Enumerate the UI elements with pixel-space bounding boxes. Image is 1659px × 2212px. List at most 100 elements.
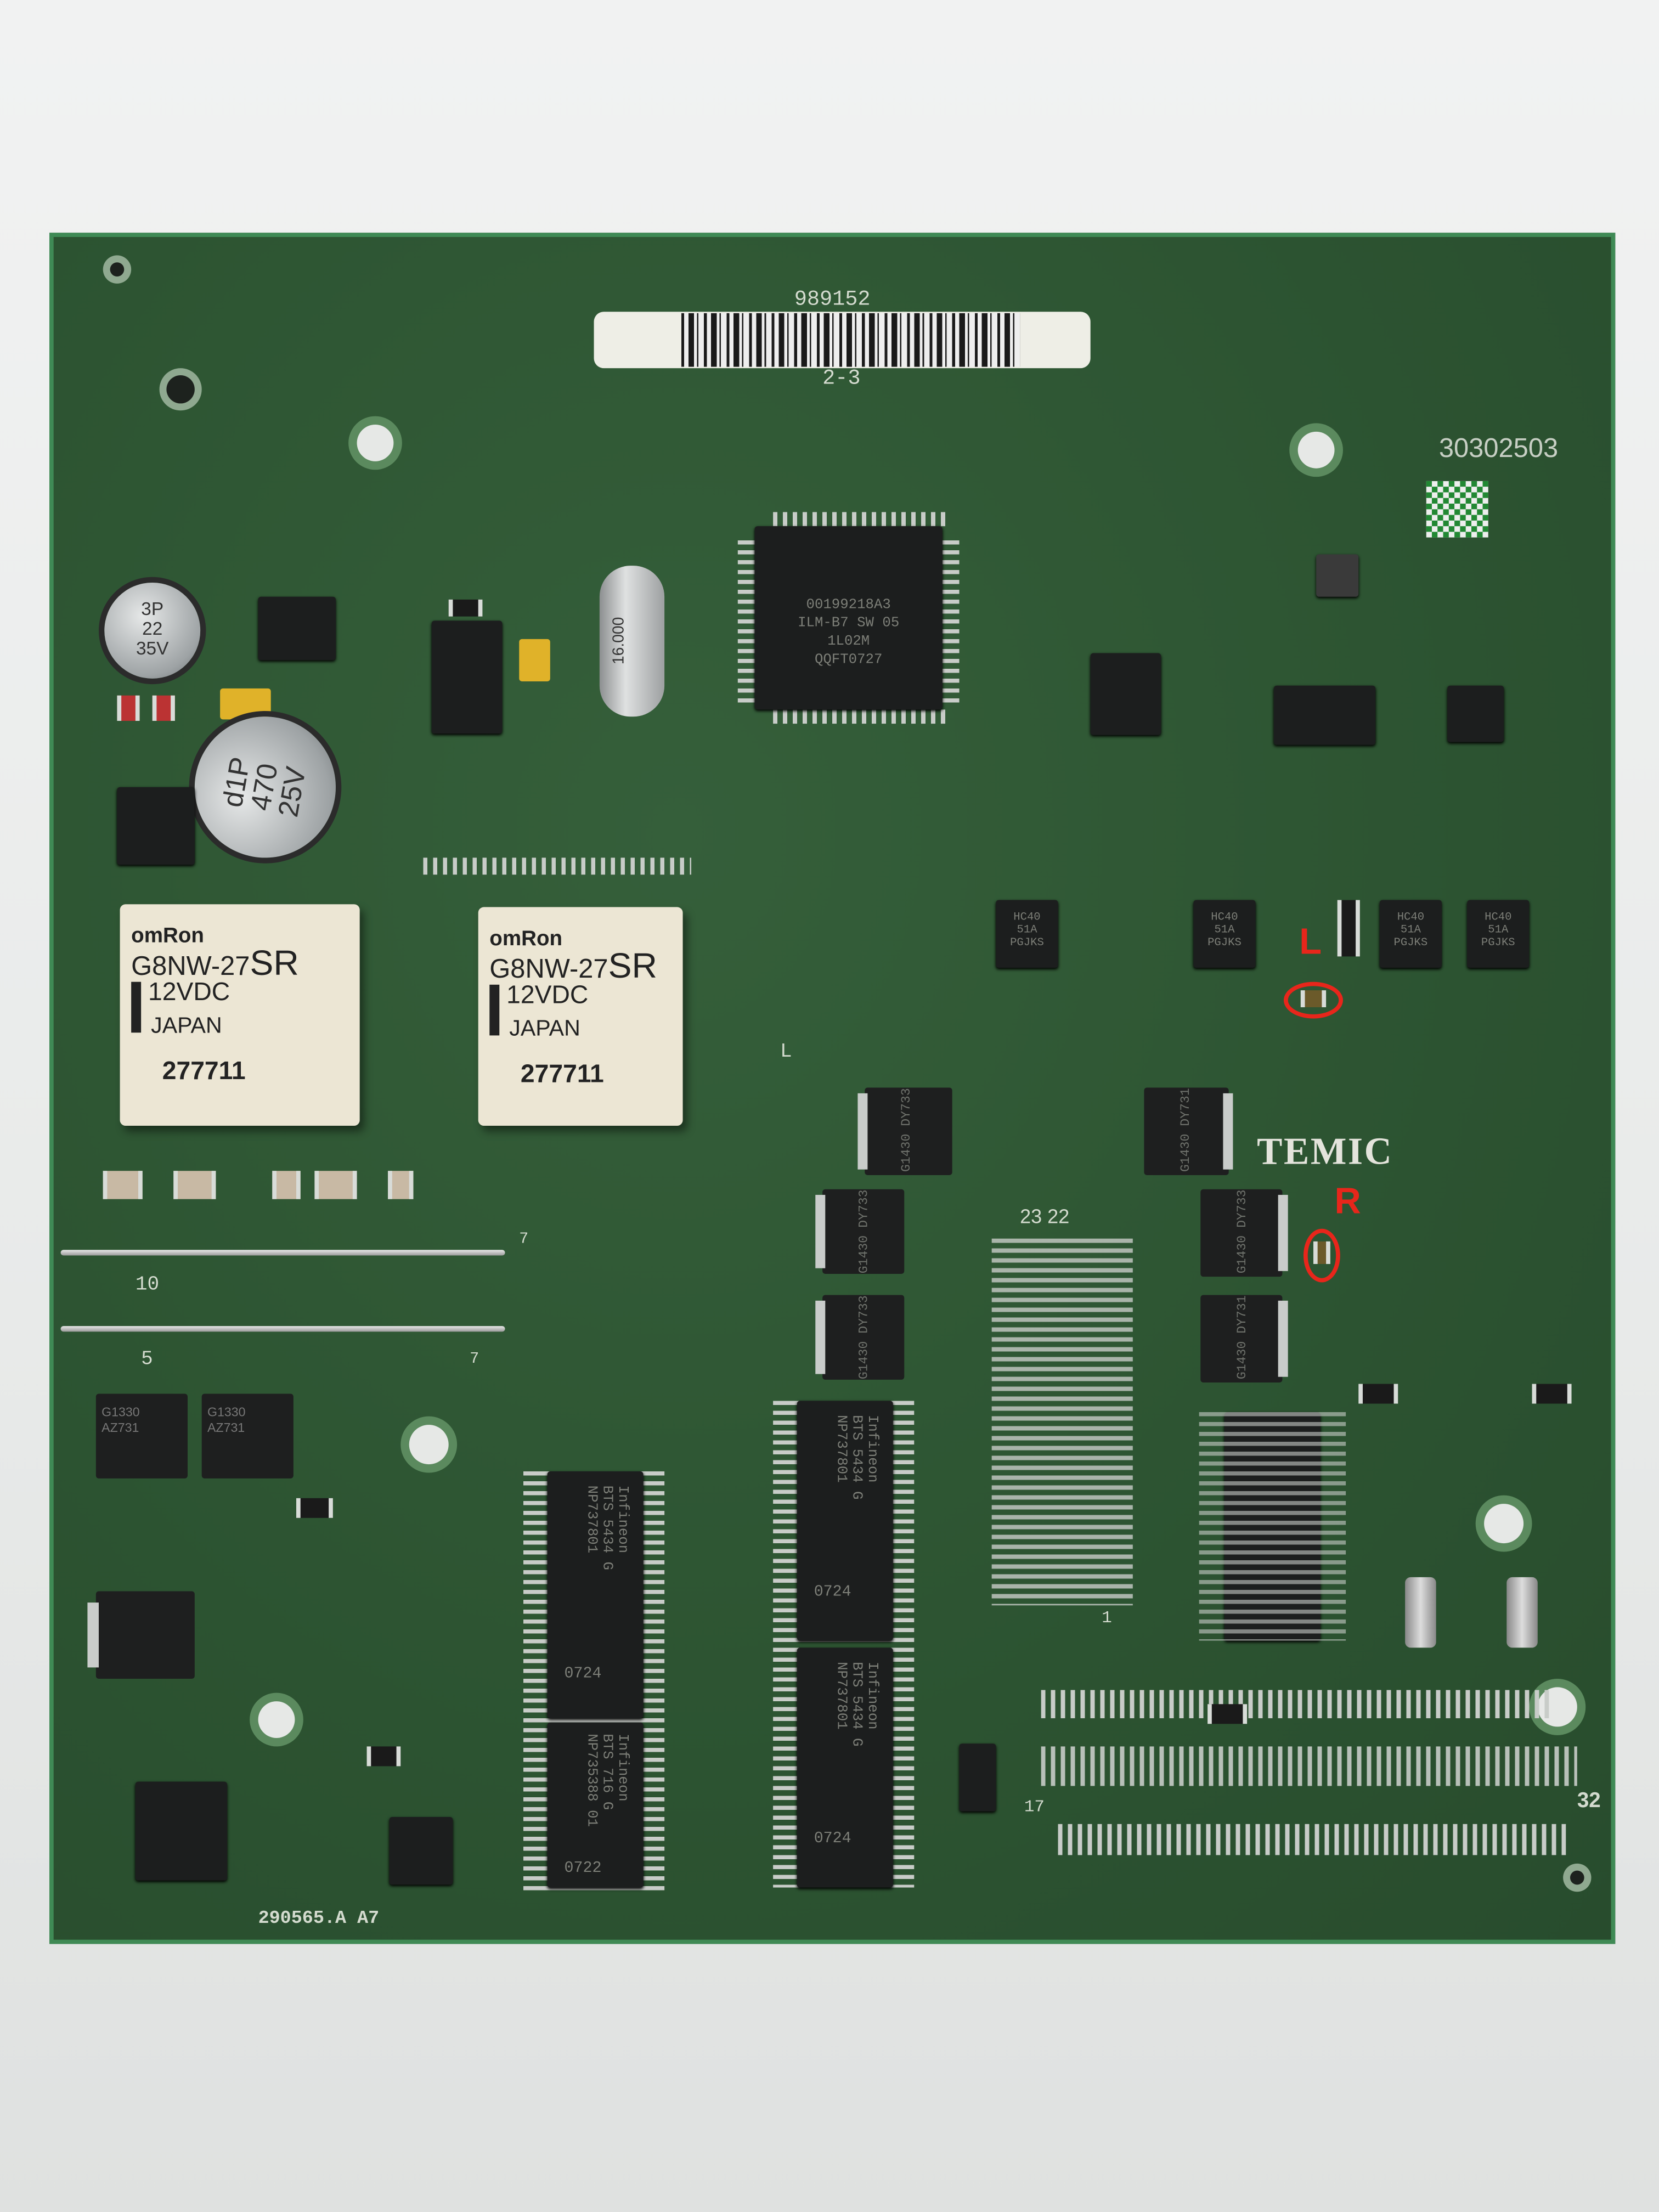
diode bbox=[959, 1743, 996, 1812]
microcontroller-chip: 00199218A3 ILM-B7 SW 05 1L02M QQFT0727 bbox=[754, 526, 943, 710]
mosfet-marking: DY733 bbox=[899, 1088, 914, 1126]
fiducial bbox=[1570, 1870, 1584, 1885]
driver-brand: Infineon bbox=[863, 1415, 879, 1483]
pcb-board: 989152 2-3 30302503 00199218A3 ILM-B7 SW… bbox=[49, 233, 1616, 1944]
fiducial bbox=[110, 262, 125, 276]
mosfet-marking: DY733 bbox=[857, 1189, 872, 1228]
mosfet-marking: DY731 bbox=[1178, 1088, 1193, 1126]
jumper-label: 7 bbox=[519, 1231, 529, 1249]
resistor bbox=[296, 1498, 333, 1518]
ic-chip bbox=[431, 620, 503, 734]
mcu-marking: 00199218A3 bbox=[806, 598, 891, 614]
temic-logo: TEMIC bbox=[1257, 1130, 1393, 1172]
driver-date: 0724 bbox=[814, 1584, 851, 1601]
inductor bbox=[1405, 1577, 1436, 1648]
resistor bbox=[1358, 1384, 1398, 1404]
driver-date: 0724 bbox=[814, 1831, 851, 1848]
barcode-label bbox=[594, 312, 1091, 369]
ic-chip bbox=[1447, 685, 1504, 742]
logic-ic-marking: HC40 bbox=[1211, 911, 1238, 924]
logic-ic-marking: 51A bbox=[1488, 924, 1509, 937]
resistor bbox=[1532, 1384, 1572, 1404]
smd-component-highlighted bbox=[1300, 990, 1327, 1007]
mosfet: G1430 DY733 bbox=[815, 1189, 905, 1274]
voltage-regulator bbox=[258, 596, 336, 661]
mounting-hole bbox=[1484, 1504, 1524, 1544]
jumper-label: 7 bbox=[470, 1351, 479, 1369]
crystal-label: 16.000 bbox=[611, 617, 628, 665]
logic-ic-marking: 51A bbox=[1214, 924, 1235, 937]
ic-chip bbox=[117, 787, 195, 865]
resistor-array bbox=[1337, 900, 1360, 957]
jumper-wire bbox=[60, 1250, 505, 1256]
driver-brand: Infineon bbox=[613, 1485, 629, 1554]
logic-ic-marking: PGJKS bbox=[1207, 936, 1242, 950]
mosfet-marking: DY733 bbox=[1235, 1189, 1250, 1228]
driver-brand: Infineon bbox=[863, 1662, 879, 1730]
driver-model: BTS 5434 G bbox=[848, 1415, 864, 1500]
mosfet-marking: G1430 bbox=[1235, 1235, 1250, 1274]
relay-model-suffix: SR bbox=[608, 946, 657, 986]
mosfet-marking: G1430 bbox=[1235, 1341, 1250, 1380]
relay-2: omRon G8NW-27SR 12VDC JAPAN 277711 bbox=[478, 907, 683, 1126]
connector-pads bbox=[1041, 1690, 1549, 1718]
jumper-wire bbox=[60, 1326, 505, 1332]
driver-lot: NP737801 bbox=[832, 1415, 848, 1483]
relay-code: 277711 bbox=[520, 1059, 604, 1088]
connector-pads bbox=[1058, 1824, 1566, 1855]
smd-component bbox=[314, 1171, 357, 1199]
driver-lot: NP735388 01 bbox=[582, 1734, 599, 1827]
mosfet: G1430 DY731 bbox=[1200, 1295, 1288, 1383]
fiducial bbox=[166, 375, 195, 404]
pad-label: 22 bbox=[1047, 1204, 1070, 1228]
mosfet-marking: DY731 bbox=[1235, 1295, 1250, 1334]
driver-brand: Infineon bbox=[613, 1734, 629, 1802]
relay-model-suffix: SR bbox=[250, 944, 299, 984]
smd-component-highlighted bbox=[1313, 1241, 1330, 1264]
mounting-hole bbox=[258, 1701, 295, 1738]
capacitor-label: 22 bbox=[142, 618, 163, 639]
capacitor-label: 3P bbox=[141, 598, 164, 619]
driver-model: BTS 5434 G bbox=[848, 1662, 864, 1747]
power-transistor bbox=[87, 1591, 195, 1679]
relay-mark bbox=[489, 984, 500, 1036]
driver-date: 0722 bbox=[564, 1860, 602, 1878]
relay-brand: omRon bbox=[131, 924, 205, 948]
annotation-label-right: R bbox=[1334, 1179, 1361, 1222]
capacitor-label: 35V bbox=[136, 637, 169, 659]
annotation-circle-right bbox=[1303, 1228, 1340, 1283]
logic-ic-marking: 51A bbox=[1017, 924, 1037, 937]
mosfet: G1430 DY733 bbox=[857, 1087, 952, 1175]
electrolytic-capacitor: 3P 22 35V bbox=[104, 582, 201, 679]
ic-chip bbox=[135, 1781, 227, 1881]
relay-mark bbox=[131, 981, 142, 1033]
connector-pin-label: 17 bbox=[1024, 1797, 1045, 1817]
tantalum-capacitor bbox=[519, 639, 550, 681]
inductor bbox=[1506, 1577, 1538, 1648]
electrolytic-capacitor: d1P 470 25V bbox=[183, 705, 347, 869]
barcode-number: 989152 bbox=[794, 287, 871, 312]
datamatrix-code bbox=[1426, 481, 1488, 538]
logic-ic-marking: 51A bbox=[1400, 924, 1421, 937]
relay-origin: JAPAN bbox=[151, 1014, 222, 1039]
mosfet: G1430 DY733 bbox=[1200, 1189, 1288, 1277]
regulator-marking: G1330 bbox=[101, 1405, 140, 1419]
ic-chip bbox=[389, 1816, 453, 1885]
crystal-oscillator: 16.000 bbox=[599, 566, 665, 717]
ic-pins bbox=[773, 709, 950, 724]
mosfet-marking: G1430 bbox=[1178, 1133, 1193, 1172]
smd-component bbox=[272, 1171, 301, 1199]
driver-lot: NP737801 bbox=[582, 1485, 599, 1554]
pad-label: 23 bbox=[1020, 1204, 1042, 1228]
mounting-hole bbox=[1297, 431, 1335, 469]
jumper-label: 10 bbox=[135, 1273, 160, 1297]
relay-1: omRon G8NW-27SR 12VDC JAPAN 277711 bbox=[120, 904, 360, 1126]
